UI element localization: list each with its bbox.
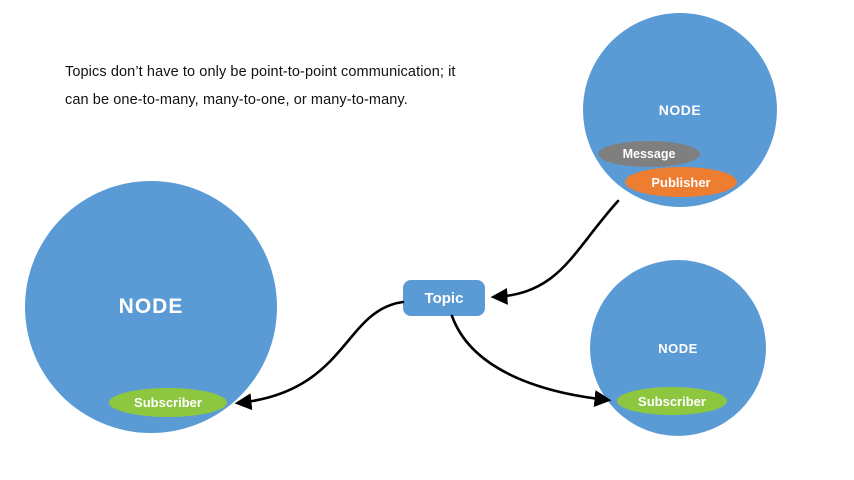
caption-line-1: Topics don’t have to only be point-to-po… xyxy=(65,64,456,80)
right-subscriber-label: Subscriber xyxy=(638,393,706,409)
bottom-right-node-label: NODE xyxy=(658,340,698,356)
top-right-node-label: NODE xyxy=(658,102,702,118)
arrow-publisher-to-topic xyxy=(490,199,620,305)
left-subscriber-pill: Subscriber xyxy=(109,388,227,417)
publisher-pill: Publisher xyxy=(625,167,737,197)
topic-label: Topic xyxy=(424,289,464,307)
message-label: Message xyxy=(622,147,676,161)
publisher-label: Publisher xyxy=(651,174,711,190)
caption-text: Topics don’t have to only be point-to-po… xyxy=(65,58,456,114)
left-node-label: NODE xyxy=(118,295,184,318)
arrow-topic-to-right-subscriber xyxy=(450,314,612,407)
right-subscriber-pill: Subscriber xyxy=(617,387,727,415)
topic-box: Topic xyxy=(403,280,485,316)
caption-line-2: can be one-to-many, many-to-one, or many… xyxy=(65,92,408,108)
left-subscriber-label: Subscriber xyxy=(134,395,202,410)
message-pill: Message xyxy=(598,141,700,167)
